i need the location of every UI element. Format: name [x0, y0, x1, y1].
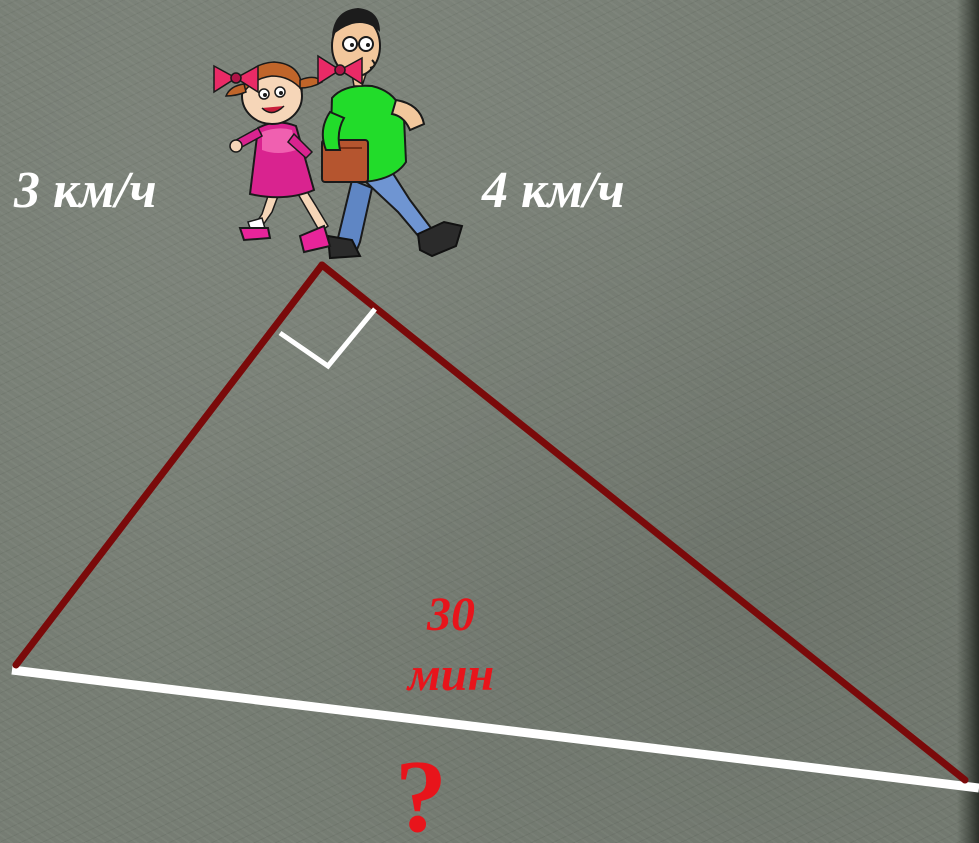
unknown-distance-label: ? — [395, 739, 447, 843]
girl-walking-icon — [213, 54, 363, 254]
right-angle-marker — [278, 307, 377, 370]
leg-right — [318, 261, 969, 784]
time-label: 30 мин — [386, 585, 516, 705]
boy-walking-icon — [321, 8, 464, 260]
hypotenuse — [11, 665, 979, 793]
time-value: 30 — [427, 588, 475, 641]
slide-edge-shadow — [957, 0, 979, 843]
girl-speed-label: 3 км/ч — [14, 162, 157, 219]
boy-speed-label: 4 км/ч — [482, 162, 625, 219]
leg-left — [12, 261, 326, 669]
time-unit: мин — [407, 648, 495, 701]
